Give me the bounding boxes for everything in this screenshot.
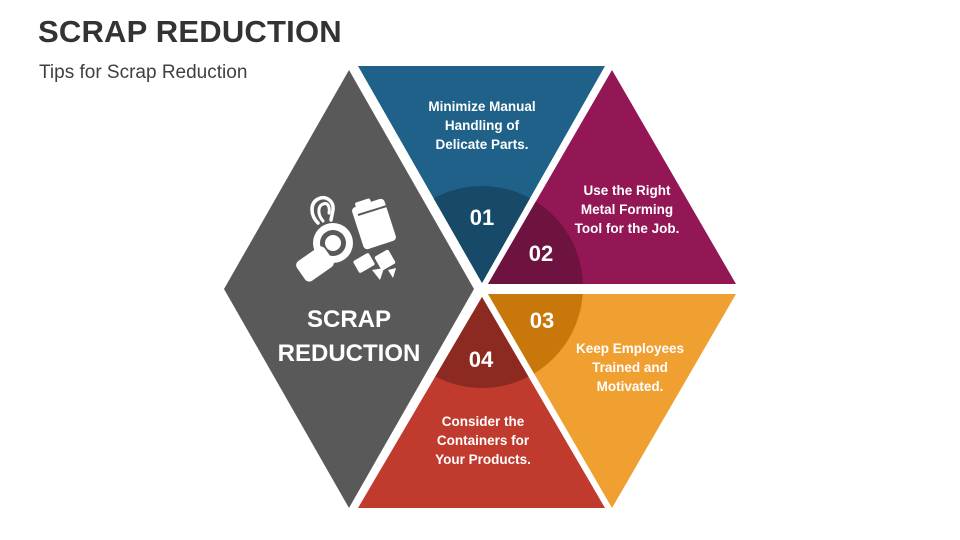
segment-04-line: Your Products. [435,452,531,467]
page-subtitle: Tips for Scrap Reduction [39,62,248,83]
segment-01-triangle [358,66,605,283]
segment-01-number: 01 [470,205,494,230]
segment-03-hub [488,294,583,388]
segment-02-number: 02 [529,241,553,266]
segment-02-line: Metal Forming [581,202,673,217]
segment-02-hub [488,186,583,284]
segment-03-line: Motivated. [597,379,664,394]
segment-01-text: Minimize Manual Handling of Delicate Par… [428,99,535,152]
segment-02-line: Tool for the Job. [575,221,680,236]
segment-03-line: Trained and [592,360,668,375]
center-label-line2: REDUCTION [278,340,421,367]
segment-04-number: 04 [469,347,494,372]
segment-04-triangle [358,297,605,508]
segment-02-text: Use the Right Metal Forming Tool for the… [575,183,680,236]
segment-01-line: Minimize Manual [428,99,535,114]
segment-04-line: Containers for [437,433,530,448]
segment-03-number: 03 [530,308,554,333]
segment-01-line: Delicate Parts. [435,137,528,152]
center-diamond [224,70,474,508]
segment-04-text: Consider the Containers for Your Product… [435,414,531,467]
center-label-line1: SCRAP [307,306,391,333]
segment-01-line: Handling of [445,118,520,133]
segment-04-line: Consider the [442,414,525,429]
page-title: SCRAP REDUCTION [38,14,342,49]
scrap-parts-icon [296,196,396,282]
segment-03-line: Keep Employees [576,341,684,356]
segment-02-line: Use the Right [583,183,671,198]
segment-03-text: Keep Employees Trained and Motivated. [576,341,684,394]
